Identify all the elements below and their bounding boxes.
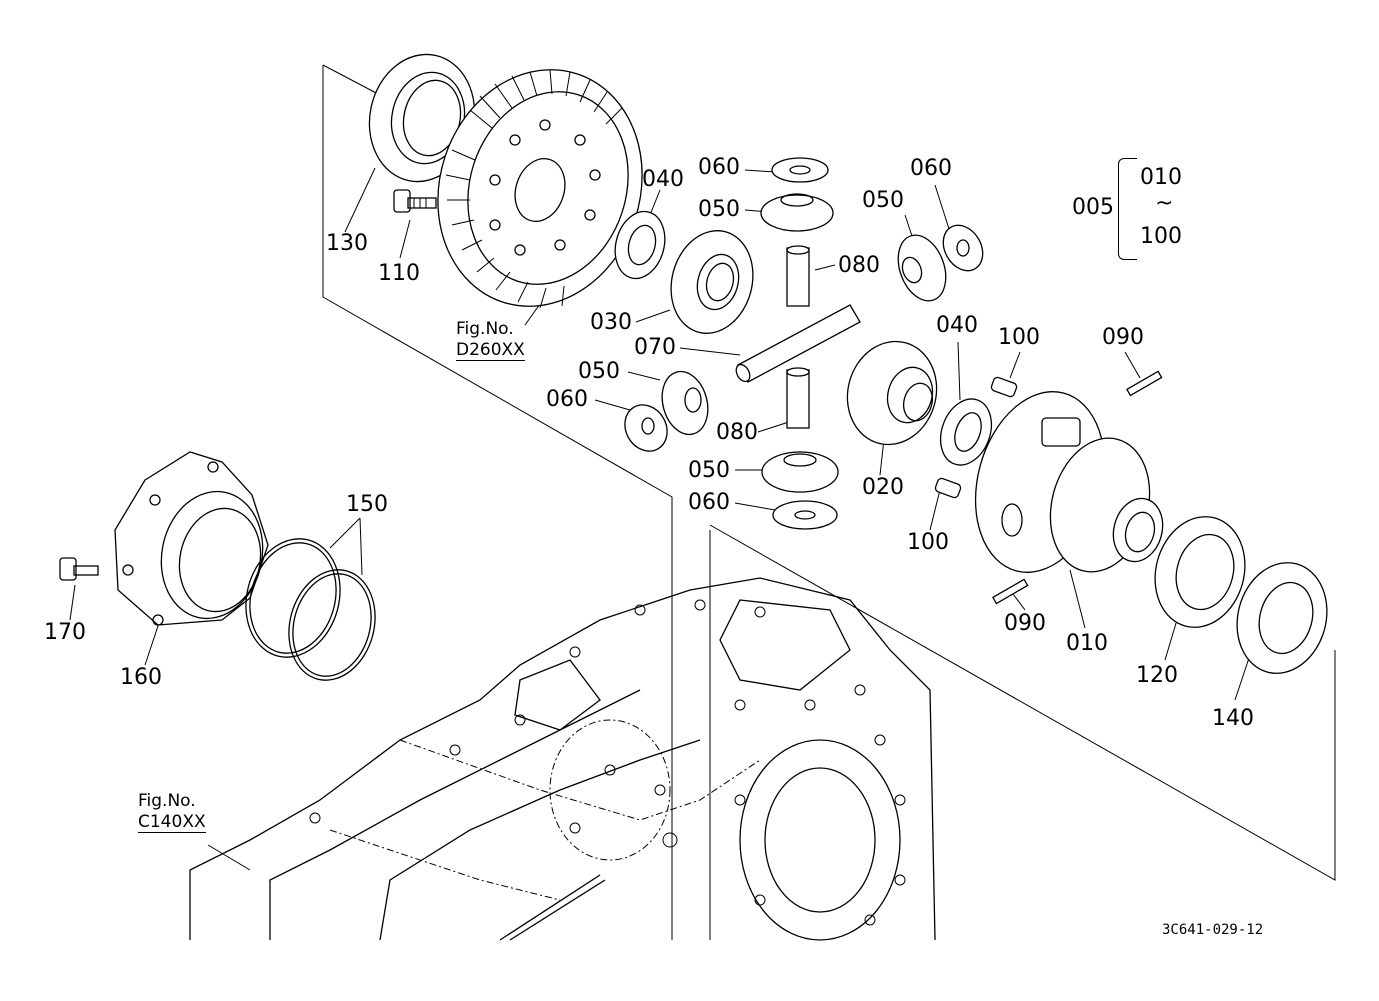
pin-080-top [786, 245, 810, 307]
pin-100-lower [934, 477, 962, 499]
pinion-gear-050-top [760, 193, 834, 232]
drawing-code: 3C641-029-12 [1162, 922, 1264, 938]
label-040-left: 040 [642, 167, 684, 192]
label-040-right: 040 [936, 313, 978, 338]
label-120: 120 [1136, 663, 1178, 688]
figref-c140-title: Fig.No. [138, 791, 196, 811]
washer-060-top [771, 157, 829, 183]
thrust-washer-040-right [939, 398, 993, 466]
figref-d260-number[interactable]: D260XX [456, 340, 525, 362]
figref-c140[interactable]: Fig.No. C140XX [138, 791, 206, 834]
spring-pin-090-upper [1126, 370, 1163, 397]
figref-d260[interactable]: Fig.No. D260XX [456, 319, 525, 362]
label-050-bottom: 050 [688, 458, 730, 483]
figref-d260-title: Fig.No. [456, 319, 514, 339]
spring-pin-090-lower [992, 578, 1029, 605]
label-060-top: 060 [698, 155, 740, 180]
label-100-range: 100 [1140, 224, 1182, 249]
crown-gear [437, 69, 643, 309]
label-010-range: 010 [1140, 165, 1182, 190]
label-160: 160 [120, 665, 162, 690]
thrust-washer-040-left [614, 210, 666, 280]
bolt-110 [393, 189, 437, 213]
label-range-tilde: ~ [1155, 191, 1174, 216]
label-140: 140 [1212, 706, 1254, 731]
side-gear-020 [846, 340, 938, 446]
label-070: 070 [634, 335, 676, 360]
pinion-gear-050-left [661, 370, 709, 436]
pinion-gear-050-right [897, 234, 947, 302]
label-090-lower: 090 [1004, 611, 1046, 636]
label-005: 005 [1072, 195, 1114, 220]
range-bracket [1118, 158, 1137, 260]
differential-case-010 [974, 391, 1164, 573]
label-060-bottom: 060 [688, 490, 730, 515]
pinion-gear-050-bottom [761, 451, 839, 493]
figref-c140-number[interactable]: C140XX [138, 812, 206, 834]
label-060-left: 060 [546, 387, 588, 412]
label-150: 150 [346, 492, 388, 517]
label-170: 170 [44, 620, 86, 645]
washer-060-left [624, 404, 668, 452]
label-090-upper: 090 [1102, 325, 1144, 350]
label-050-right: 050 [862, 188, 904, 213]
frame-lines [322, 64, 1336, 940]
washer-060-bottom [772, 500, 838, 530]
label-050-left: 050 [578, 359, 620, 384]
label-050-top: 050 [698, 197, 740, 222]
side-gear-030 [670, 230, 754, 334]
shaft-070 [735, 304, 861, 383]
bearing-140 [1236, 562, 1328, 674]
label-100-lower: 100 [907, 530, 949, 555]
label-010: 010 [1066, 631, 1108, 656]
label-030: 030 [590, 310, 632, 335]
pin-080-bottom [786, 367, 810, 429]
washer-060-right [942, 224, 984, 272]
label-110: 110 [378, 261, 420, 286]
transmission-housing [189, 577, 936, 941]
o-ring-150 [245, 538, 376, 681]
label-080-bottom: 080 [716, 420, 758, 445]
label-130: 130 [326, 231, 368, 256]
label-100-upper: 100 [998, 325, 1040, 350]
label-060-right: 060 [910, 156, 952, 181]
bolt-170 [59, 557, 99, 581]
label-020: 020 [862, 475, 904, 500]
bearing-120 [1154, 516, 1246, 628]
label-080-top: 080 [838, 253, 880, 278]
pin-100-upper [990, 376, 1018, 398]
